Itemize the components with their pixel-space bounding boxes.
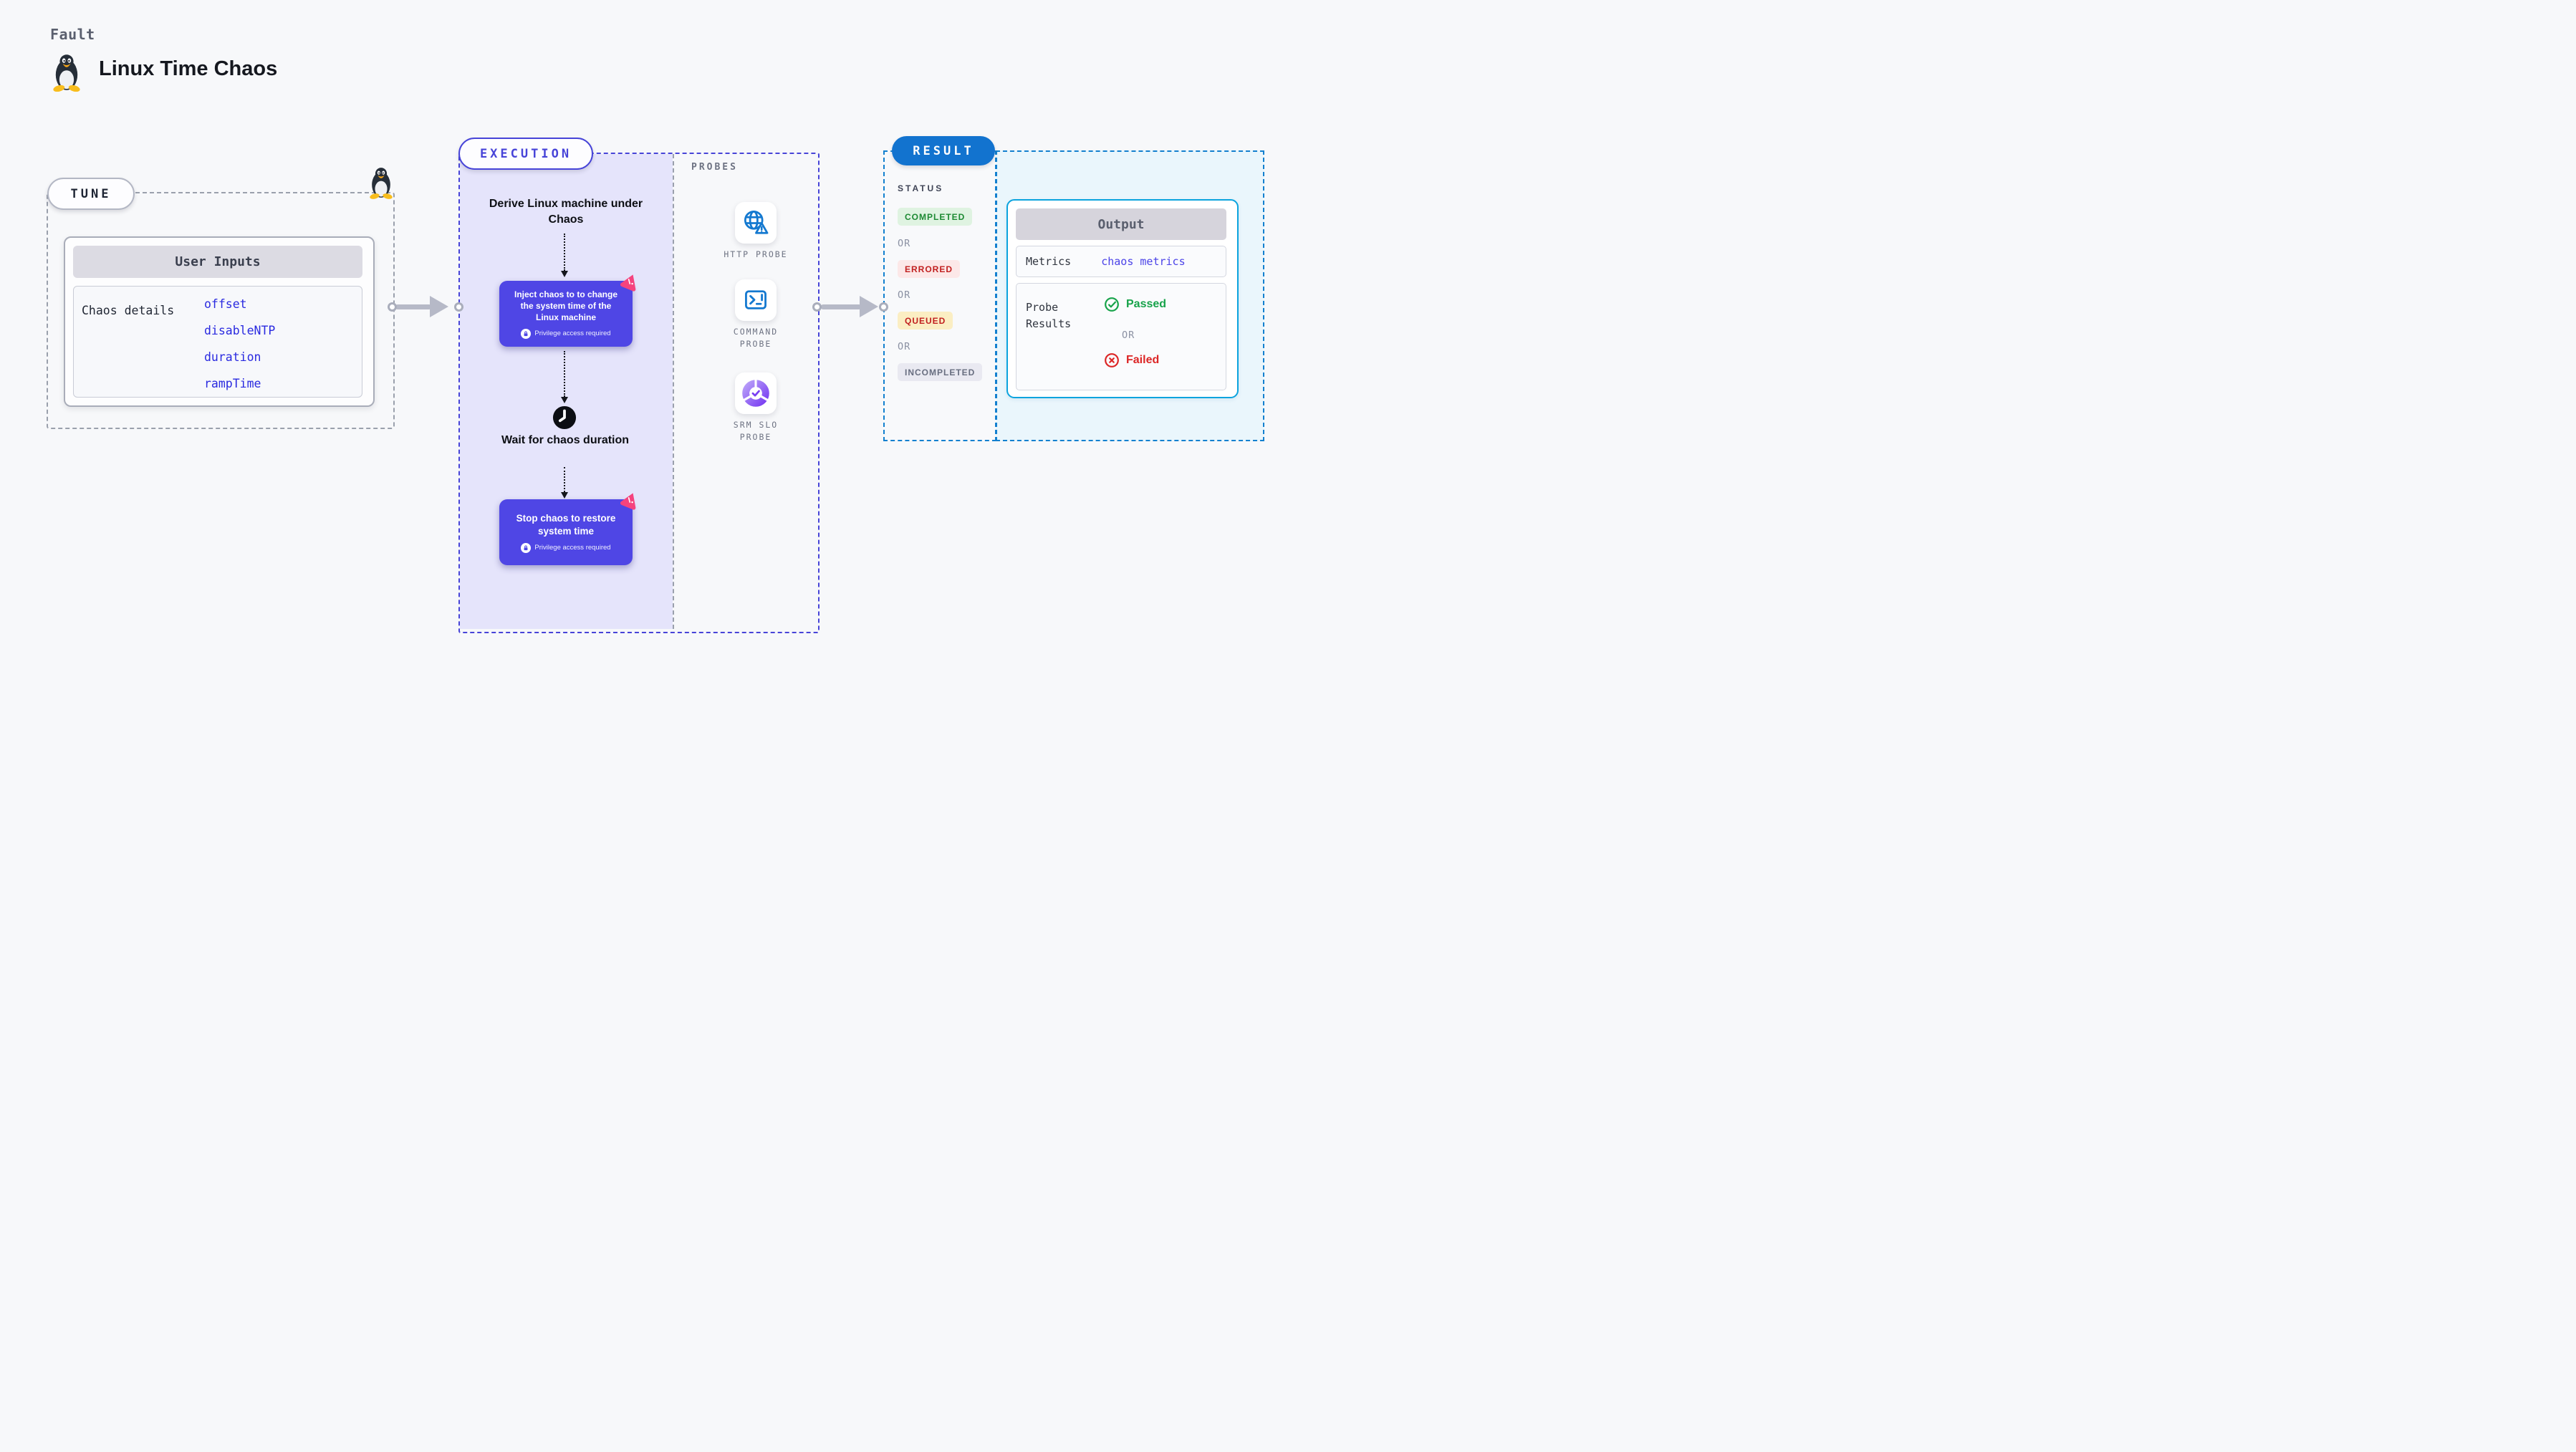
or-label: OR xyxy=(1122,330,1135,341)
passed-label: Passed xyxy=(1126,298,1167,310)
globe-alert-icon xyxy=(744,211,769,234)
or-label: OR xyxy=(898,341,911,352)
probes-label: PROBES xyxy=(691,162,738,173)
or-label: OR xyxy=(898,238,911,249)
dotted-arrow xyxy=(564,467,565,492)
status-badge-queued: QUEUED xyxy=(898,312,953,330)
arrowhead-icon xyxy=(860,296,878,317)
dotted-arrow xyxy=(564,351,565,397)
result-label: RESULT xyxy=(892,136,995,165)
probe-results-label: Probe Results xyxy=(1026,301,1072,330)
stop-chaos-text: Stop chaos to restore system time xyxy=(516,513,616,537)
node-circle xyxy=(387,302,397,312)
status-badge-incompleted: INCOMPLETED xyxy=(898,363,983,381)
passed-line: Passed xyxy=(1104,297,1166,312)
probe-name-command: COMMAND PROBE xyxy=(733,327,779,349)
metrics-label: Metrics xyxy=(1026,255,1072,268)
lock-icon xyxy=(521,542,532,553)
inject-chaos-text: Inject chaos to to change the system tim… xyxy=(514,289,618,322)
page: Fault Linux Time Chaos TUNE User Inputs … xyxy=(0,0,1288,726)
user-inputs-header: User Inputs xyxy=(73,246,362,278)
wait-step-label: Wait for chaos duration xyxy=(501,434,630,446)
derive-step-label: Derive Linux machine under Chaos xyxy=(489,198,643,226)
dotted-arrowhead-icon xyxy=(561,492,568,499)
status-panel xyxy=(883,150,996,441)
terminal-icon xyxy=(745,290,766,309)
probes-divider xyxy=(673,154,674,629)
slo-donut-check-icon xyxy=(742,379,769,407)
privilege-label: Privilege access required xyxy=(534,544,611,552)
inject-chaos-card: Inject chaos to to change the system tim… xyxy=(499,274,636,347)
probe-results-row: Probe Results Passed OR Failed xyxy=(1016,283,1226,390)
status-badge-errored: ERRORED xyxy=(898,260,961,278)
dotted-arrowhead-icon xyxy=(561,397,568,403)
clock-icon xyxy=(552,405,577,430)
lock-icon xyxy=(521,328,532,339)
metrics-row: Metrics chaos metrics xyxy=(1016,246,1226,277)
http-probe-card xyxy=(735,202,777,244)
chaos-details-table: Chaos details offset disableNTP duration… xyxy=(73,286,362,398)
check-circle-icon xyxy=(1105,297,1119,312)
stop-chaos-card: Stop chaos to restore system time Privil… xyxy=(499,493,636,565)
command-probe-card xyxy=(735,279,777,321)
execution-label: EXECUTION xyxy=(458,138,593,170)
fault-kicker: Fault xyxy=(50,26,95,43)
status-badge-completed: COMPLETED xyxy=(898,208,973,226)
tux-penguin-icon xyxy=(53,54,80,92)
chaos-metrics-link[interactable]: chaos metrics xyxy=(1101,255,1186,268)
param-link-duration[interactable]: duration xyxy=(204,350,261,364)
probe-name-http: HTTP PROBE xyxy=(724,249,788,259)
output-header: Output xyxy=(1016,208,1226,240)
output-card: Output Metrics chaos metrics Probe Resul… xyxy=(1006,199,1239,398)
param-link-disablentp[interactable]: disableNTP xyxy=(204,324,276,337)
param-link-ramptime[interactable]: rampTime xyxy=(204,377,261,390)
node-circle xyxy=(878,302,888,312)
connector-line xyxy=(395,304,431,309)
connector-line xyxy=(821,304,861,309)
node-circle xyxy=(453,302,463,312)
user-inputs-card: User Inputs Chaos details offset disable… xyxy=(64,236,375,407)
failed-line: Failed xyxy=(1104,352,1159,368)
srm-slo-probe-card xyxy=(735,372,777,414)
chaos-details-label: Chaos details xyxy=(82,304,175,317)
dotted-arrow xyxy=(564,234,565,271)
tune-label: TUNE xyxy=(47,178,135,210)
probe-name-srm-slo: SRM SLO PROBE xyxy=(733,420,779,442)
param-link-offset[interactable]: offset xyxy=(204,297,247,311)
failed-label: Failed xyxy=(1126,354,1160,366)
arrowhead-icon xyxy=(430,296,448,317)
execution-section xyxy=(458,153,820,633)
page-title: Linux Time Chaos xyxy=(99,57,278,80)
litmus-chaos-icon xyxy=(620,274,636,292)
node-circle xyxy=(812,302,822,312)
litmus-chaos-icon xyxy=(620,493,636,510)
status-title: STATUS xyxy=(898,183,944,193)
tux-penguin-small-icon xyxy=(370,168,393,199)
privilege-label: Privilege access required xyxy=(534,330,611,338)
dotted-arrowhead-icon xyxy=(561,271,568,277)
x-circle-icon xyxy=(1105,353,1119,367)
or-label: OR xyxy=(898,289,911,301)
